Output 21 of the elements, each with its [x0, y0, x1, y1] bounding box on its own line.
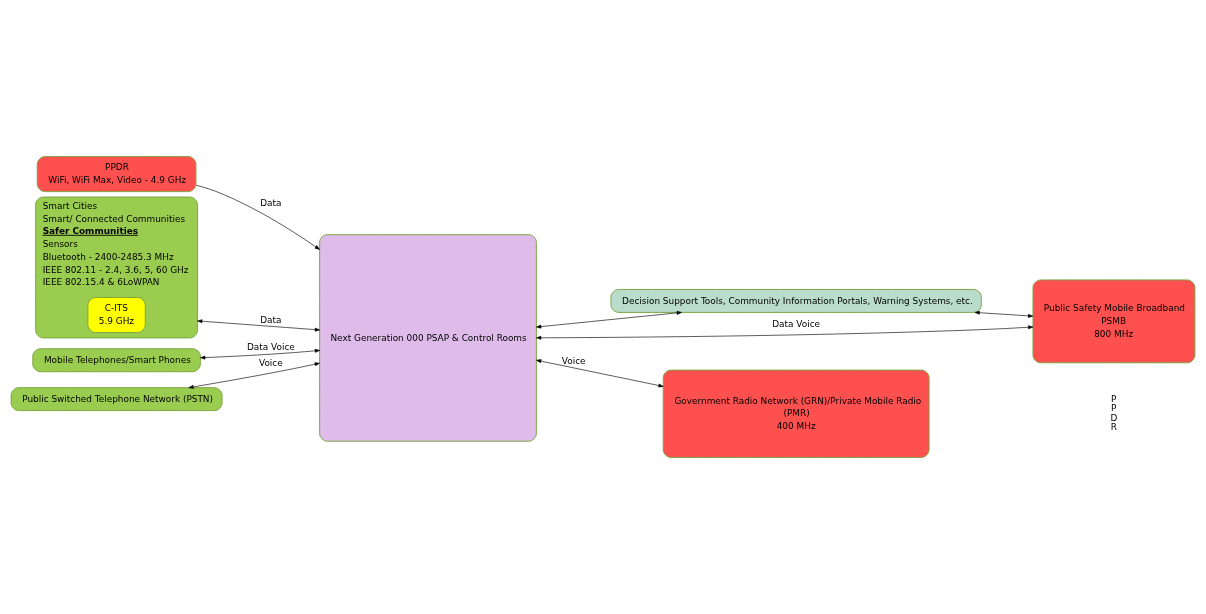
arrow — [188, 362, 320, 389]
arrow — [200, 348, 320, 360]
node-box: PPDR WiFi, WiFi Max, Video - 4.9 GHz — [36, 156, 197, 193]
node-box: Government Radio Network (GRN)/Private Mobile Radio (PMR) 400 MHz — [662, 369, 930, 458]
edge-label: Data Voice — [772, 319, 821, 330]
node-box: C-ITS 5.9 GHz — [87, 296, 146, 333]
edge-label: Voice — [561, 356, 586, 367]
node-box: Next Generation 000 PSAP & Control Rooms — [319, 234, 537, 442]
arrow — [536, 311, 682, 329]
node-box: Public Safety Mobile Broadband PSMB 800 MHz — [1032, 279, 1196, 364]
label: PPDR — [1110, 393, 1118, 433]
arrow — [197, 319, 320, 332]
arrow — [536, 325, 1034, 340]
arrow — [195, 184, 320, 250]
arrow — [536, 359, 664, 388]
arrow — [974, 310, 1034, 318]
edge-label: Data Voice — [246, 342, 295, 353]
edge-label: Data — [260, 314, 282, 325]
edge-label: Data — [260, 198, 282, 209]
edge-label: Voice — [259, 358, 283, 369]
node-box: Mobile Telephones/Smart Phones — [32, 348, 201, 373]
